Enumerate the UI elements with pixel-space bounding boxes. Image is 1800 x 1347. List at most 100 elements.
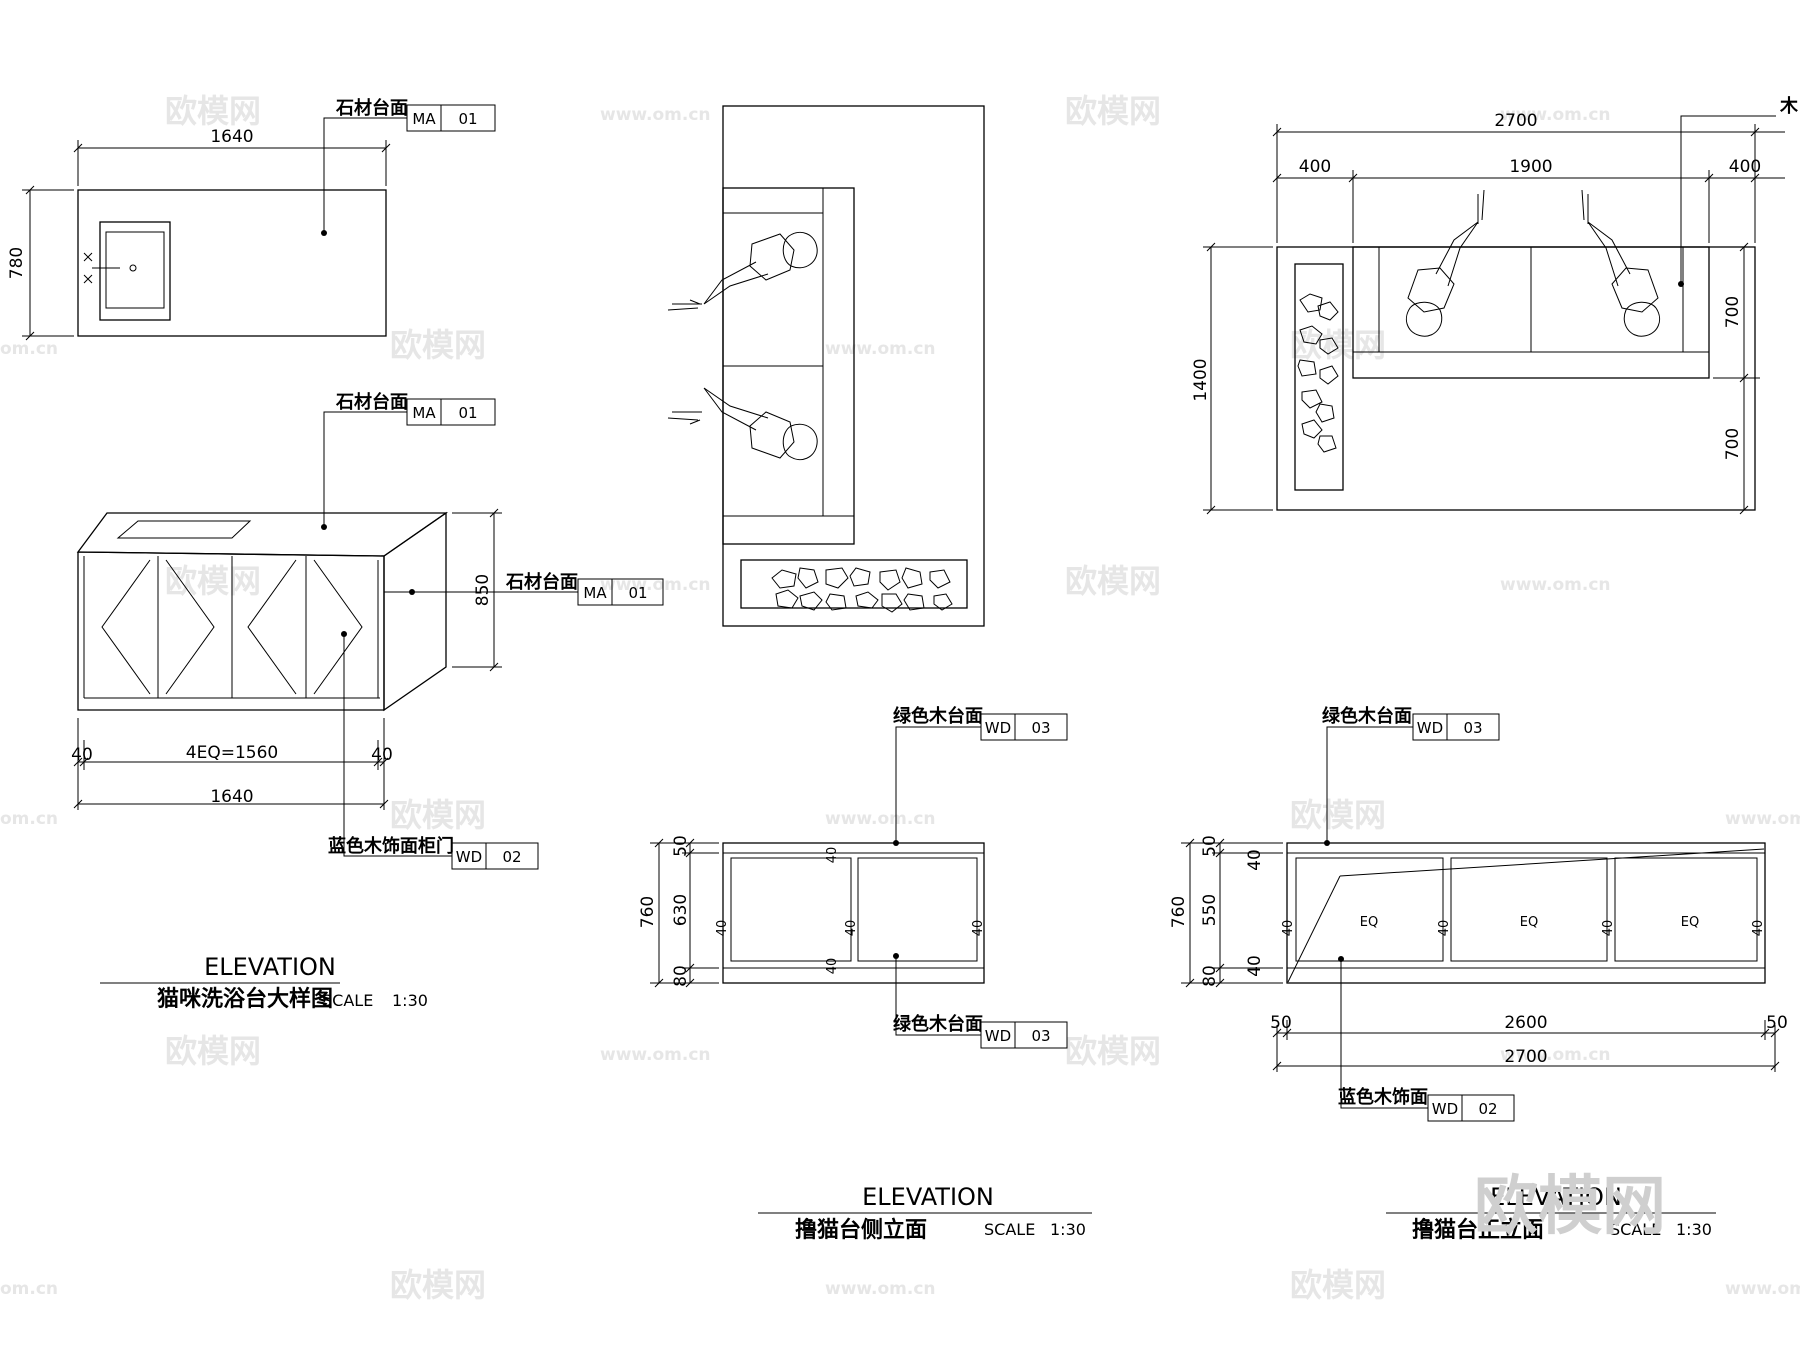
svg-text:760: 760 — [1169, 896, 1189, 928]
svg-text:40: 40 — [1281, 920, 1296, 937]
watermark-brand: 欧模网 — [1065, 562, 1161, 600]
svg-text:EQ: EQ — [1360, 915, 1378, 930]
svg-text:50: 50 — [671, 835, 691, 857]
svg-text:40: 40 — [1437, 920, 1452, 937]
svg-text:40: 40 — [825, 847, 840, 864]
svg-text:50: 50 — [1200, 835, 1220, 857]
watermark-url: www.om.cn — [1500, 105, 1611, 125]
table-outline — [1286, 842, 1766, 984]
watermark-brand: 欧模网 — [1290, 326, 1386, 364]
dim-label-eq: 4EQ=1560 — [186, 743, 278, 763]
dim-label-side: 40 — [71, 745, 93, 765]
svg-text:02: 02 — [1478, 1100, 1497, 1118]
material-tag-box — [406, 104, 496, 132]
svg-text:50: 50 — [1270, 1013, 1292, 1033]
basin-countertop-outline — [77, 189, 387, 337]
watermark-url: om.cn — [0, 1279, 58, 1299]
watermark-url: www.om.cn — [1500, 575, 1611, 595]
watermark-brand: 欧模网 — [390, 326, 486, 364]
dim-label-side: 40 — [371, 745, 393, 765]
scale-label: SCALE — [1610, 1220, 1661, 1239]
title-en: ELEVATION — [204, 953, 336, 981]
watermark-brand: 欧模网 — [1290, 796, 1386, 834]
svg-text:400: 400 — [1729, 157, 1761, 177]
watermark-url: om.cn — [0, 339, 58, 359]
svg-text:WD: WD — [1417, 719, 1443, 737]
material-code: MA — [412, 110, 436, 128]
svg-text:EQ: EQ — [1520, 915, 1538, 930]
svg-text:2700: 2700 — [1494, 111, 1537, 131]
watermark-brand: 欧模网 — [390, 796, 486, 834]
material-label: 石材台面 — [335, 391, 408, 413]
svg-text:40: 40 — [1601, 920, 1616, 937]
dim-label-depth: 780 — [7, 247, 27, 279]
material-label: 石材台面 — [505, 571, 578, 593]
svg-text:2700: 2700 — [1504, 1047, 1547, 1067]
title-en: ELEVATION — [1490, 1183, 1622, 1211]
svg-text:WD: WD — [985, 1027, 1011, 1045]
door-diamond — [101, 559, 151, 695]
svg-text:700: 700 — [1723, 428, 1743, 460]
svg-text:80: 80 — [1200, 965, 1220, 987]
svg-text:40: 40 — [1245, 849, 1265, 871]
material-label: 石材台面 — [335, 97, 408, 119]
cat-table-front-elevation: 40 40 40 40 EQ EQ EQ 760 50 550 80 40 40… — [1169, 705, 1788, 1243]
person-seated-icon — [667, 232, 818, 311]
svg-text:40: 40 — [1751, 920, 1766, 937]
svg-text:MA: MA — [412, 404, 436, 422]
title-cn: 猫咪洗浴台大样图 — [157, 986, 333, 1012]
watermark-url: www.om.cn — [600, 575, 711, 595]
svg-text:40: 40 — [715, 920, 730, 937]
table-outline — [722, 842, 985, 984]
svg-text:MA: MA — [583, 584, 607, 602]
svg-text:40: 40 — [1245, 955, 1265, 977]
svg-text:2600: 2600 — [1504, 1013, 1547, 1033]
person-seated-icon — [667, 387, 818, 460]
planter-box — [740, 559, 968, 609]
watermark-url: www.om.cn — [825, 1279, 936, 1299]
title-cn: 撸猫台侧立面 — [795, 1217, 927, 1243]
svg-text:700: 700 — [1723, 296, 1743, 328]
svg-text:50: 50 — [1766, 1013, 1788, 1033]
watermark-large: 欧模网 — [1474, 1170, 1666, 1244]
watermark-url: www.om.cn — [825, 339, 936, 359]
sink-bowl-outer — [99, 221, 171, 321]
watermark-brand: 欧模网 — [1290, 1266, 1386, 1304]
svg-text:40: 40 — [825, 958, 840, 975]
svg-text:WD: WD — [1432, 1100, 1458, 1118]
watermark-brand: 欧模网 — [165, 1032, 261, 1070]
watermark-url: www.om.cn — [825, 809, 936, 829]
material-label: 蓝色木饰面 — [1338, 1086, 1428, 1108]
planter-stones-icon — [1297, 293, 1339, 453]
svg-text:40: 40 — [971, 920, 986, 937]
cat-table-side-elevation: 40 40 40 40 40 760 50 630 80 绿色木台面 WD 03… — [638, 705, 1092, 1243]
svg-text:WD: WD — [985, 719, 1011, 737]
scale-ratio: 1:30 — [1050, 1220, 1086, 1239]
dim-label-width: 1640 — [210, 127, 253, 147]
svg-text:1400: 1400 — [1191, 358, 1211, 401]
drain-icon — [129, 264, 137, 272]
material-label: 绿色木台面 — [893, 705, 983, 727]
scale-ratio: 1:30 — [1676, 1220, 1712, 1239]
person-seated-icon — [1406, 189, 1485, 337]
svg-text:WD: WD — [456, 848, 482, 866]
dim-label-total: 1640 — [210, 787, 253, 807]
material-label: 木 — [1779, 95, 1799, 117]
planter-stones-icon — [771, 567, 953, 613]
svg-text:400: 400 — [1299, 157, 1331, 177]
svg-text:760: 760 — [638, 896, 658, 928]
basin-elevation-view: 850 40 40 4EQ=1560 1640 石材台面 MA 01 石材台面 … — [71, 391, 664, 1012]
scale-ratio: 1:30 — [392, 991, 428, 1010]
svg-text:02: 02 — [502, 848, 521, 866]
planter-box — [1294, 263, 1344, 491]
basin-plan-view: 1640 780 石材台面 MA 01 — [7, 97, 496, 341]
watermark-url: www.om.cn — [1500, 1045, 1611, 1065]
material-label: 绿色木台面 — [1322, 705, 1412, 727]
dim-label-height: 850 — [473, 574, 493, 606]
scale-label: SCALE — [322, 991, 373, 1010]
svg-text:40: 40 — [844, 920, 859, 937]
svg-text:630: 630 — [671, 894, 691, 926]
watermark-url: www.om.cn — [600, 105, 711, 125]
svg-text:03: 03 — [1031, 1027, 1050, 1045]
